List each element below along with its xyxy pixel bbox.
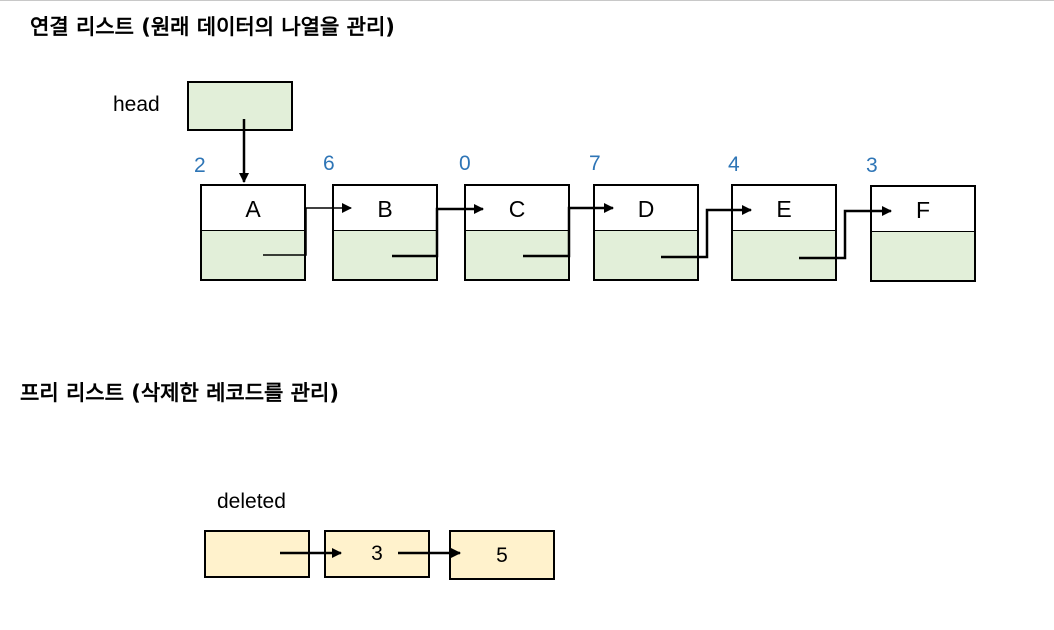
node-next-a <box>202 231 304 279</box>
list-node-f: F <box>870 185 976 282</box>
node-data-a: A <box>202 186 304 232</box>
node-index-d: 7 <box>589 152 601 175</box>
node-index-b: 6 <box>323 152 335 175</box>
node-next-e <box>733 231 835 279</box>
node-next-c <box>466 231 568 279</box>
node-data-e: E <box>733 186 835 232</box>
node-index-a: 2 <box>194 154 206 177</box>
free-node-1: 3 <box>324 530 430 578</box>
free-list-title: 프리 리스트 (삭제한 레코드를 관리) <box>20 381 339 405</box>
node-data-d: D <box>595 186 697 232</box>
head-label: head <box>113 93 160 116</box>
node-next-b <box>334 231 436 279</box>
node-next-f <box>872 232 974 280</box>
node-data-f: F <box>872 187 974 233</box>
node-next-d <box>595 231 697 279</box>
list-node-e: E <box>731 184 837 281</box>
head-pointer-box <box>187 81 293 131</box>
node-data-b: B <box>334 186 436 232</box>
deleted-label: deleted <box>217 490 286 513</box>
linked-list-title: 연결 리스트 (원래 데이터의 나열을 관리) <box>30 15 395 39</box>
node-index-f: 3 <box>866 154 878 177</box>
deleted-pointer-box <box>204 530 310 578</box>
list-node-b: B <box>332 184 438 281</box>
list-node-a: A <box>200 184 306 281</box>
free-node-2: 5 <box>449 530 555 580</box>
node-index-c: 0 <box>459 152 471 175</box>
list-node-d: D <box>593 184 699 281</box>
node-index-e: 4 <box>728 153 740 176</box>
node-data-c: C <box>466 186 568 232</box>
list-node-c: C <box>464 184 570 281</box>
